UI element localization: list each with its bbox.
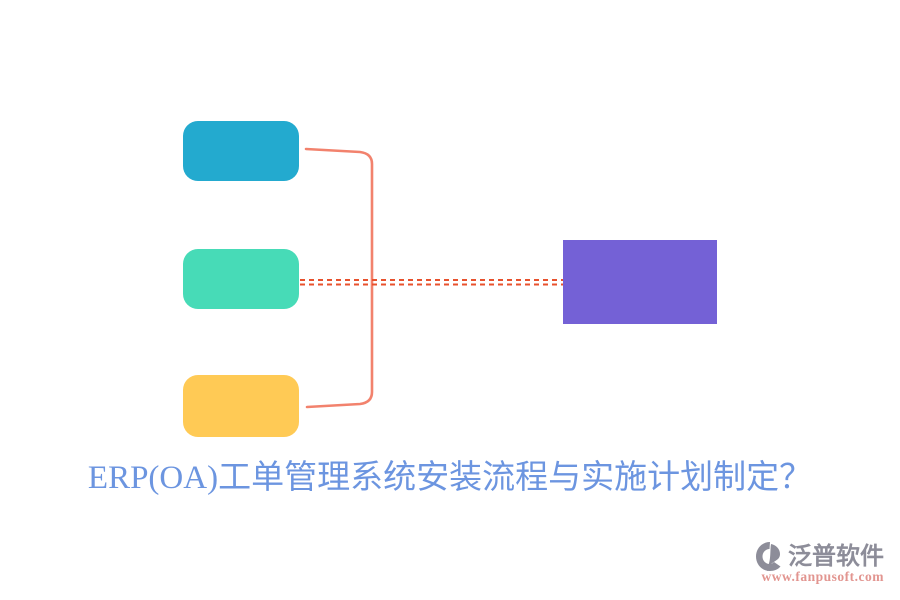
diagram-node-yellow[interactable] bbox=[183, 375, 299, 437]
diagram-node-blue[interactable] bbox=[183, 121, 299, 181]
page-title: ERP(OA)工单管理系统安装流程与实施计划制定？ bbox=[87, 460, 813, 496]
brand-watermark: 泛普软件 www.fanpusoft.com bbox=[724, 540, 884, 592]
diagram-node-purple[interactable] bbox=[563, 240, 717, 324]
brand-url: www.fanpusoft.com bbox=[761, 569, 884, 584]
brand-name: 泛普软件 bbox=[788, 544, 884, 570]
fanpu-logo-icon bbox=[754, 540, 786, 574]
diagram-node-green[interactable] bbox=[183, 249, 299, 309]
bracket-connector-line bbox=[304, 147, 374, 409]
